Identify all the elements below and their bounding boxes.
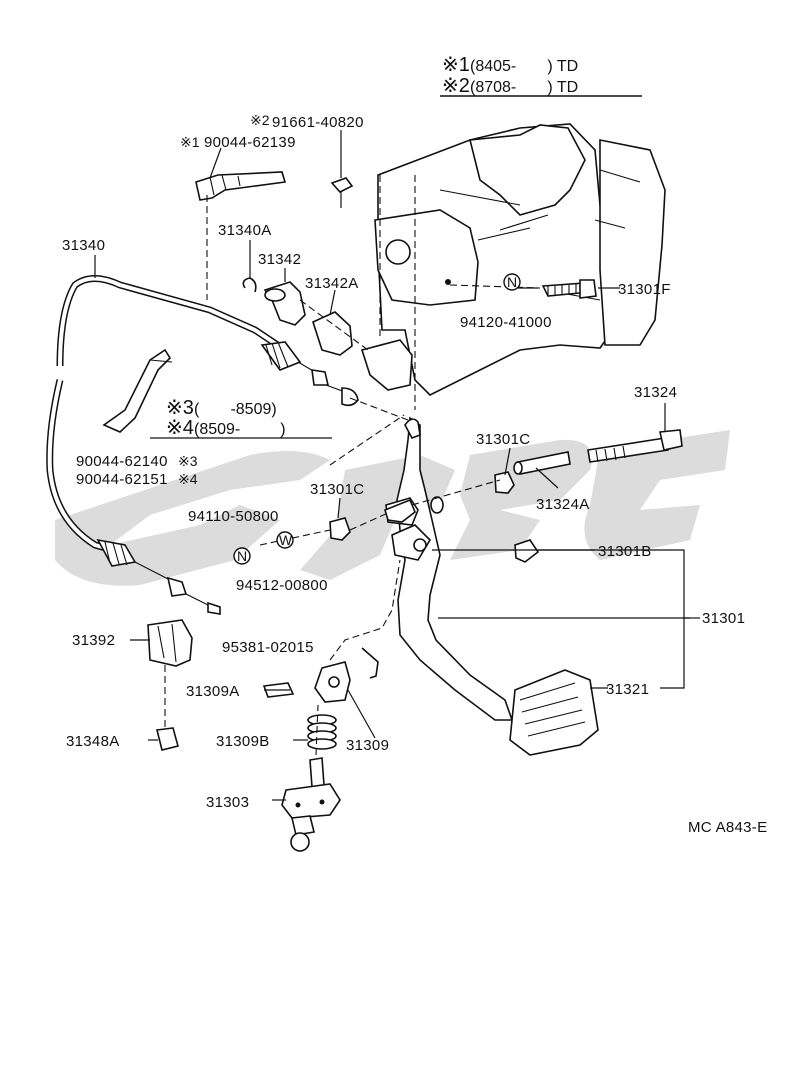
label-94512-00800: 94512-00800 (236, 577, 328, 594)
bushing-31342A (312, 311, 353, 356)
pedal-pad (509, 669, 599, 756)
label-31301B: 31301B (598, 543, 652, 560)
note3-mark: ※3 (166, 397, 194, 419)
leader-lines (94, 130, 700, 801)
note4-text: (8509- ) (194, 421, 286, 438)
mark-90044-62140: ※3 (178, 453, 198, 469)
catalog-code: MC A843-E (688, 819, 767, 836)
label-31342: 31342 (258, 251, 301, 268)
label-90044-62151: 90044-62151 (76, 471, 168, 488)
clip-31340A (242, 277, 257, 293)
label-94110-50800: 94110-50800 (188, 508, 279, 525)
note-mark-1: ※1 (180, 134, 200, 150)
label-31309B: 31309B (216, 733, 270, 750)
stopper-31301B (514, 539, 540, 563)
part-labels: ※2 91661-40820 ※1 90044-62139 31340A 313… (62, 112, 745, 811)
label-31301: 31301 (702, 610, 745, 627)
bracket-hole (445, 279, 451, 285)
label-95381-02015: 95381-02015 (222, 639, 314, 656)
pedal-pivot (413, 538, 427, 552)
nut-symbol-94110: N (233, 547, 251, 565)
label-90044-62140: 90044-62140 (76, 453, 168, 470)
clutch-pedal (385, 416, 599, 756)
svg-text:N: N (237, 548, 247, 564)
bushing-31342 (263, 281, 306, 326)
label-31301C-a: 31301C (476, 431, 530, 448)
mark-90044-62151: ※4 (178, 471, 198, 487)
pedal-bracket (360, 123, 666, 396)
bolt-91661 (330, 177, 354, 193)
label-31340: 31340 (62, 237, 105, 254)
label-31340A: 31340A (218, 222, 272, 239)
clip-31348A (156, 727, 179, 751)
small-parts (147, 177, 683, 852)
label-31392: 31392 (72, 632, 115, 649)
note2-mark: ※2 (442, 75, 470, 97)
label-31309A: 31309A (186, 683, 240, 700)
nut-symbol-94120: N (503, 273, 521, 291)
label-31321: 31321 (606, 681, 649, 698)
label-31301C-b: 31301C (310, 481, 364, 498)
label-94120-41000: 94120-41000 (460, 314, 552, 331)
bolt-31324 (587, 437, 669, 463)
label-31303: 31303 (206, 794, 249, 811)
cylinder-31303 (281, 757, 341, 852)
bushing-31301C-b (329, 517, 351, 541)
note1-mark: ※1 (442, 54, 470, 76)
svg-text:W: W (279, 532, 293, 548)
note-mark-2: ※2 (250, 112, 270, 128)
bracket-31392 (147, 619, 193, 667)
label-90044-62139: 90044-62139 (204, 134, 296, 151)
bracket-bore (385, 239, 411, 265)
cable-clamps (102, 171, 287, 433)
svg-text:N: N (507, 274, 517, 290)
note4-mark: ※4 (166, 417, 194, 439)
label-31301F: 31301F (618, 281, 671, 298)
clutch-cable (46, 275, 359, 615)
pedal-shaft (384, 498, 416, 523)
note3-text: ( -8509) (194, 401, 277, 418)
label-91661-40820: 91661-40820 (272, 114, 364, 131)
spring-31309B (307, 714, 337, 750)
note2-text: (8708- ) TD (470, 79, 578, 96)
washer-symbol-94512: W (276, 531, 294, 549)
note1-text: (8405- ) TD (470, 58, 578, 75)
label-31324A: 31324A (536, 496, 590, 513)
cotter-pin-95381 (361, 647, 379, 679)
label-31324: 31324 (634, 384, 677, 401)
label-31348A: 31348A (66, 733, 120, 750)
variant-notes-header: ※1 (8405- ) TD ※2 (8708- ) TD (440, 54, 642, 97)
label-31309: 31309 (346, 737, 389, 754)
label-31342A: 31342A (305, 275, 359, 292)
